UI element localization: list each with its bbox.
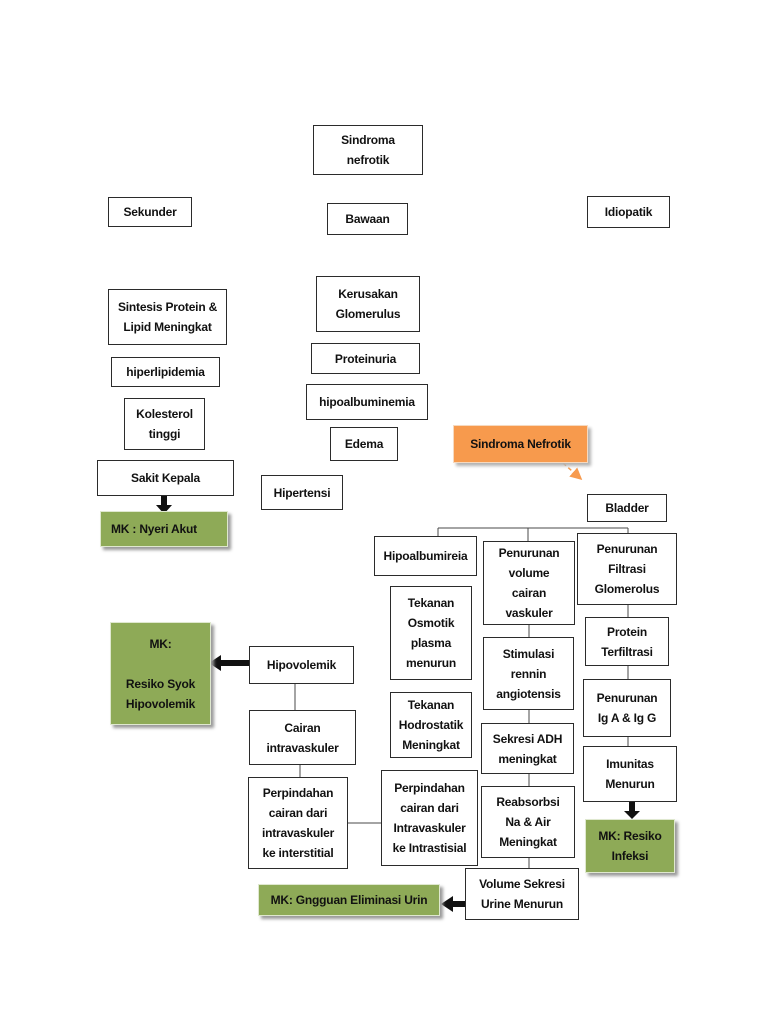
penurunan-ig-node: Penurunan Ig A & Ig G	[583, 679, 671, 737]
reabsorbsi-node: Reabsorbsi Na & Air Meningkat	[481, 786, 575, 858]
mk-nyeri-akut-label: MK : Nyeri Akut	[100, 511, 228, 547]
hipoalbuminemia-node: hipoalbuminemia	[306, 384, 428, 420]
hipovolemik-node: Hipovolemik	[249, 646, 354, 684]
hiperlipidemia-node: hiperlipidemia	[111, 357, 220, 387]
proteinuria-node: Proteinuria	[311, 343, 420, 374]
penurunan-volume-node: Penurunan volume cairan vaskuler	[483, 541, 575, 625]
sindroma-nefrotik-node: Sindroma nefrotik	[313, 125, 423, 175]
tekanan-osmotik-node: Tekanan Osmotik plasma menurun	[390, 586, 472, 680]
hipoalbumireia-node: Hipoalbumireia	[374, 536, 477, 576]
bladder-node: Bladder	[587, 494, 667, 522]
edema-node: Edema	[330, 427, 398, 461]
tekanan-hidrostatik-node: Tekanan Hodrostatik Meningkat	[390, 692, 472, 758]
sakit-kepala-node: Sakit Kepala	[97, 460, 234, 496]
mk-gangguan-eliminasi-label: MK: Gngguan Eliminasi Urin	[258, 884, 440, 916]
sindroma-nefrotik-orange-label: Sindroma Nefrotik	[453, 425, 588, 463]
stimulasi-rennin-node: Stimulasi rennin angiotensis	[483, 637, 574, 710]
sintesis-protein-node: Sintesis Protein & Lipid Meningkat	[108, 289, 227, 345]
penurunan-filtrasi-node: Penurunan Filtrasi Glomerolus	[577, 533, 677, 605]
bawaan-node: Bawaan	[327, 203, 408, 235]
idiopatik-node: Idiopatik	[587, 196, 670, 228]
kerusakan-glomerulus-node: Kerusakan Glomerulus	[316, 276, 420, 332]
sekunder-node: Sekunder	[108, 197, 192, 227]
protein-terfiltrasi-node: Protein Terfiltrasi	[585, 617, 669, 666]
kolesterol-node: Kolesterol tinggi	[124, 398, 205, 450]
cairan-intravaskuler-node: Cairan intravaskuler	[249, 710, 356, 765]
imunitas-menurun-node: Imunitas Menurun	[583, 746, 677, 802]
mk-resiko-syok-label: MK: Resiko Syok Hipovolemik	[110, 622, 211, 725]
perpindahan-intrastisial-node: Perpindahan cairan dari Intravaskuler ke…	[381, 770, 478, 866]
sekresi-adh-node: Sekresi ADH meningkat	[481, 723, 574, 774]
mk-resiko-infeksi-label: MK: Resiko Infeksi	[585, 819, 675, 873]
hipertensi-node: Hipertensi	[261, 475, 343, 510]
volume-sekresi-node: Volume Sekresi Urine Menurun	[465, 868, 579, 920]
perpindahan-interstitial-node: Perpindahan cairan dari intravaskuler ke…	[248, 777, 348, 869]
